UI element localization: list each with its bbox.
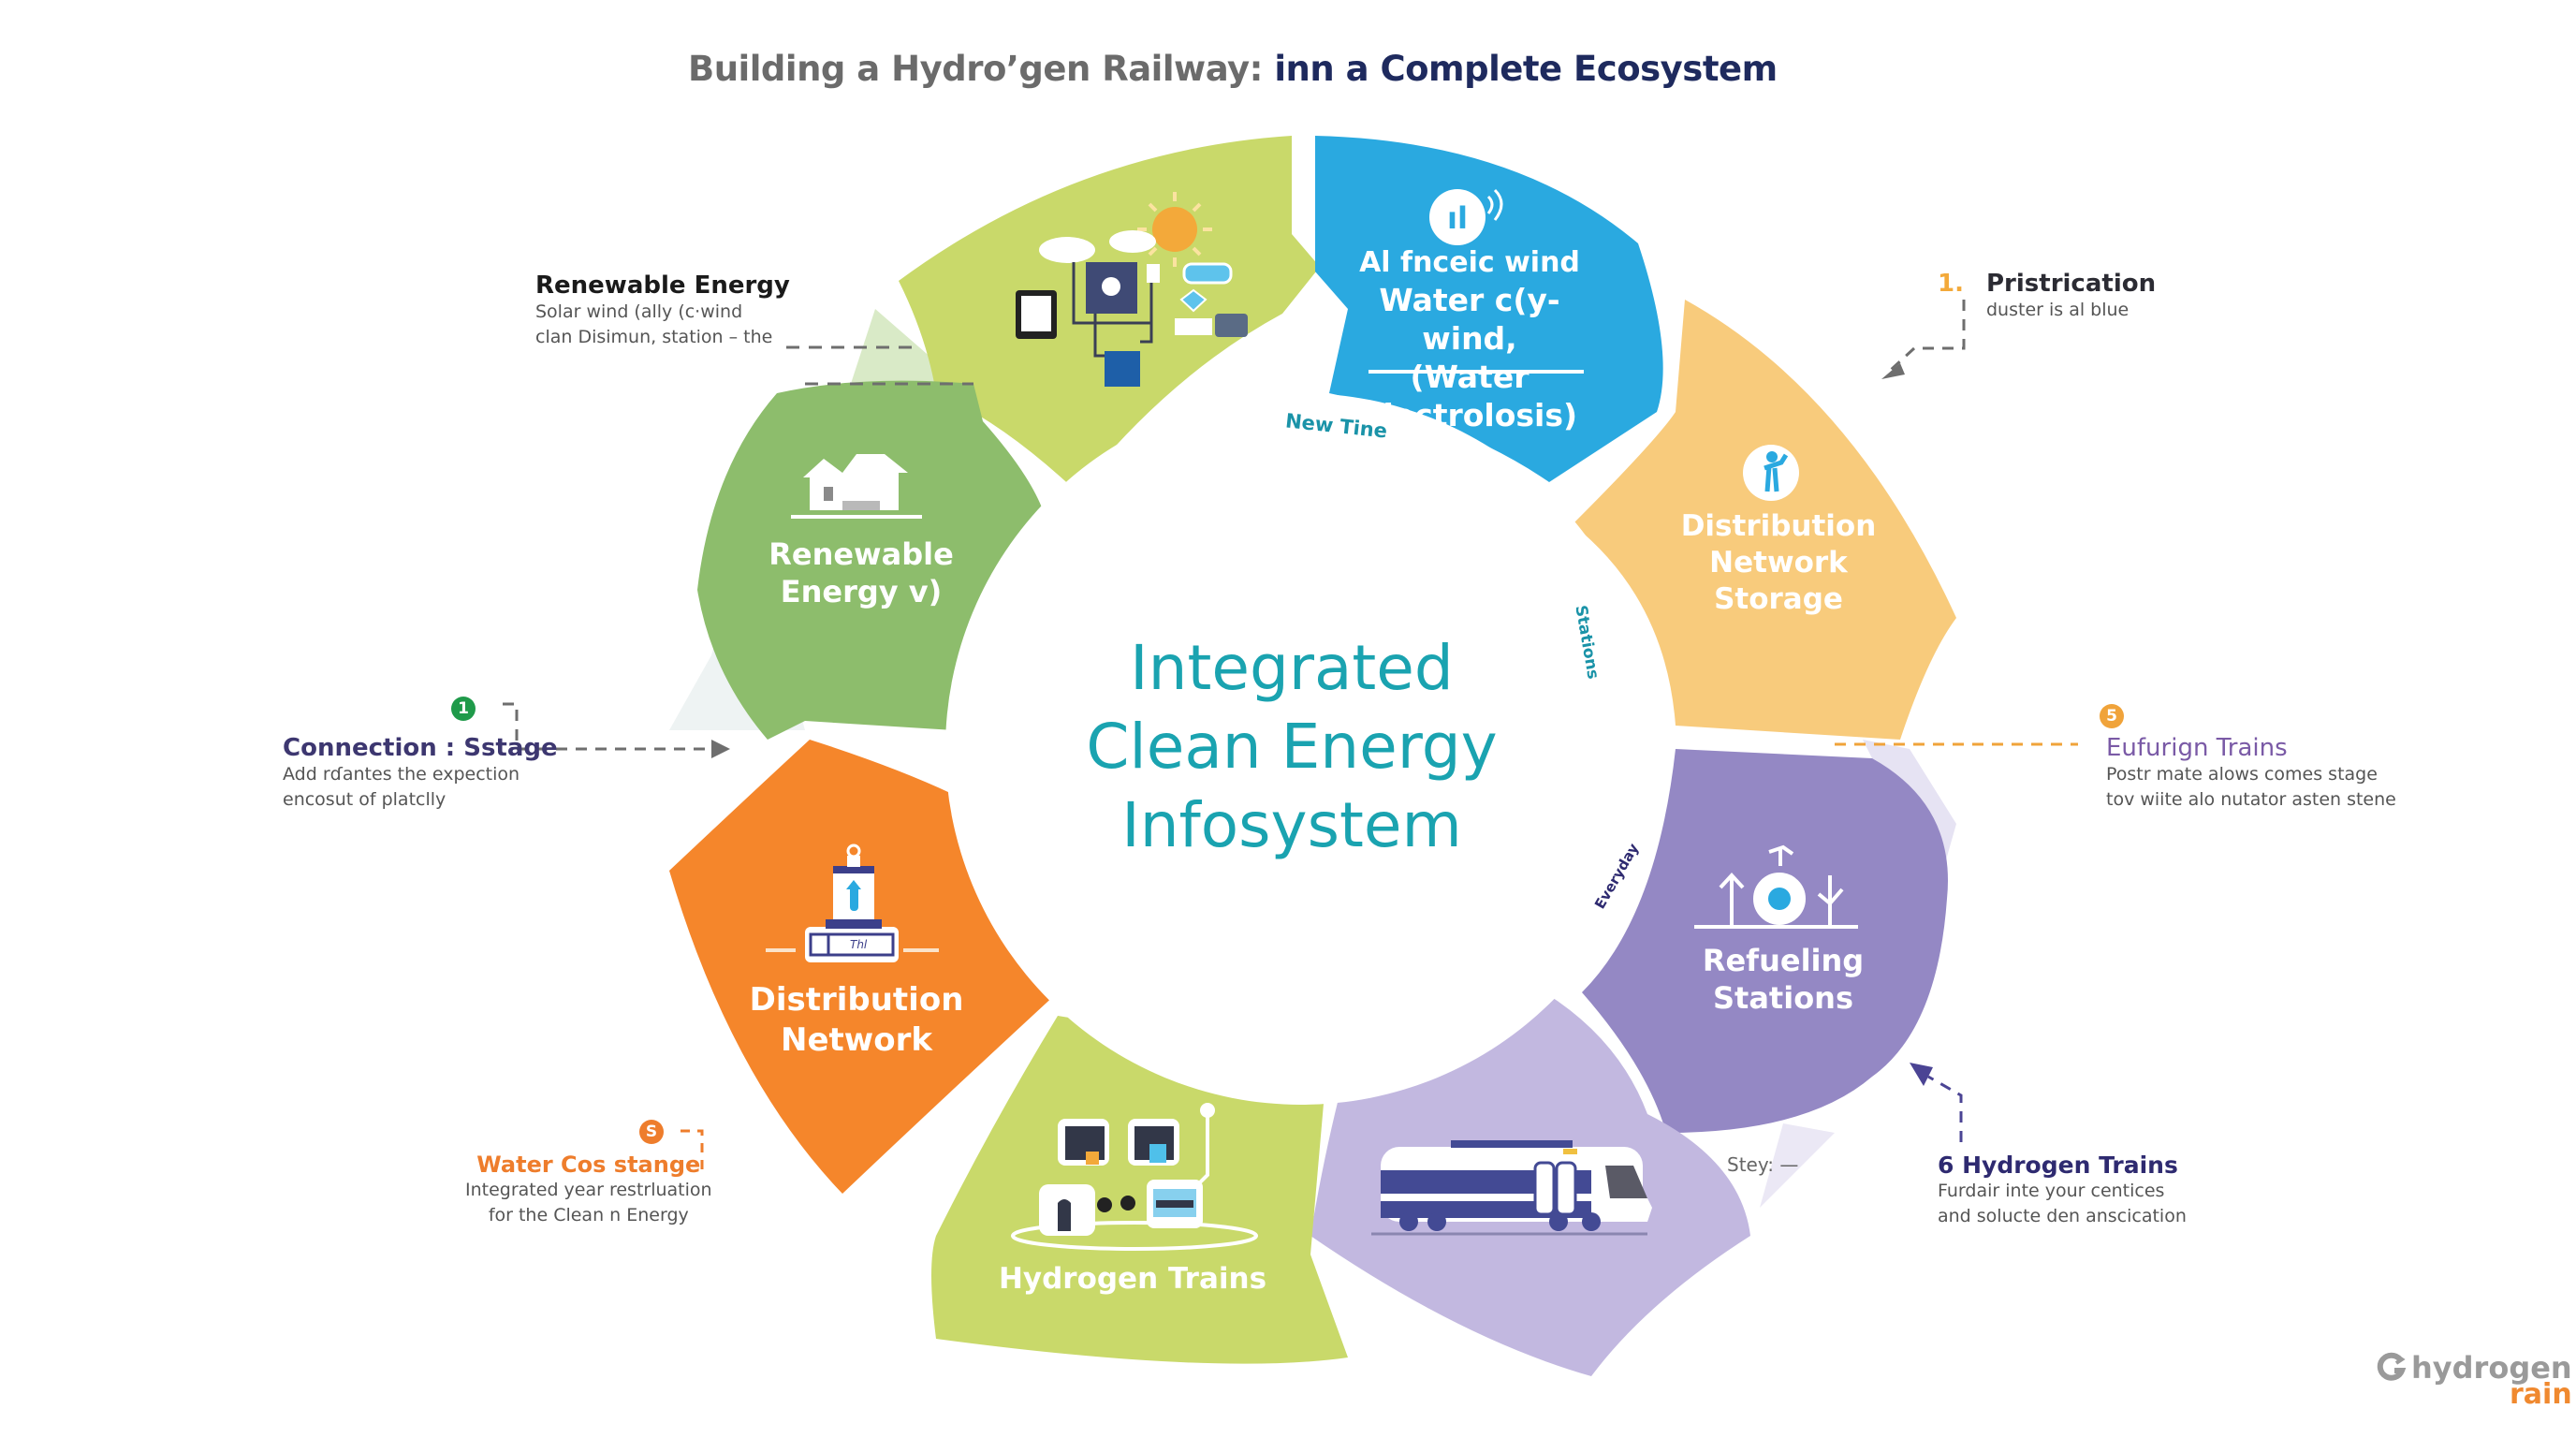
note-line: Postr mate alows comes stage (2106, 764, 2378, 785)
label-line: Distribution (749, 981, 964, 1019)
note-badge-pristrication: 1. (1938, 270, 1964, 298)
label-line: Stations (1712, 980, 1853, 1016)
label-line: Refueling (1702, 943, 1865, 978)
note-heading: Connection : Sstage (283, 734, 558, 762)
train-icon (1371, 1140, 1652, 1236)
arrowhead-icon (1910, 1063, 1933, 1086)
logo-word-1: hydrogen (2411, 1350, 2572, 1386)
note-line: duster is al blue (1986, 300, 2130, 320)
center-circle (945, 393, 1657, 1105)
label-line: Energy v) (780, 574, 943, 609)
center-line: Clean Energy (1086, 710, 1498, 783)
house-icon (791, 454, 922, 519)
connector-renewable (786, 345, 973, 386)
note-water-cos-stange: Water Cos stange Integrated year restrlu… (465, 1152, 712, 1227)
note-line: clan Disimun, station – the (535, 326, 773, 347)
label-line: Al fnceic wind (1359, 246, 1580, 279)
note-renewable-energy: Renewable Energy Solar wind (ally (c·win… (535, 271, 790, 349)
note-line: Integrated year restrluation (465, 1180, 712, 1200)
connector-pristrication (1881, 300, 1966, 379)
refueling-station-icon (1694, 844, 1858, 929)
title-part-2: inn a Complete Ecosystem (1274, 49, 1778, 89)
label-refueling-stations: Refueling Stations (1657, 942, 1910, 1017)
connector-connection-stage (503, 702, 730, 758)
label-line: Distribution (1680, 509, 1877, 543)
segment-distribution-network[interactable] (669, 740, 1058, 1194)
logo-word-2: rain (2510, 1378, 2572, 1411)
title-part-1: Building a Hydro’gen Railway: (688, 49, 1263, 89)
solar-network-icon (1016, 192, 1248, 387)
connector-hydrogen-trains (1910, 1063, 1963, 1142)
logo-swirl-icon (2377, 1352, 2407, 1381)
note-line: Solar wind (ally (c·wind (535, 301, 743, 322)
center-line: Infosystem (1121, 788, 1462, 861)
brand-logo: hydrogen rain (2376, 1350, 2572, 1411)
tank-label: Thl (850, 938, 868, 951)
center-line: Integrated (1130, 632, 1454, 704)
note-line: Furdair inte your centices (1938, 1181, 2165, 1201)
segment-distribution-storage[interactable] (1573, 300, 1956, 740)
note-line: tov wiite alo nutator asten stene (2106, 788, 2396, 810)
arrowhead-icon (711, 740, 730, 758)
page-title: Building a Hydro’gen Railway: inn a Comp… (688, 49, 1778, 89)
ring-label-stey: Stey: — (1727, 1153, 1799, 1176)
note-line: for the Clean n Energy (488, 1204, 689, 1225)
note-heading: 6 Hydrogen Trains (1938, 1152, 2178, 1179)
label-line: Renewable (768, 536, 954, 572)
note-badge-eufurign: 5 (2100, 704, 2124, 728)
label-distribution-storage: Distribution Network Storage (1657, 508, 1900, 617)
wind-turbine-icon: ıl (1429, 188, 1503, 245)
label-line: Hydrogen Trains (998, 1262, 1267, 1296)
note-badge-water-cos: S (639, 1120, 664, 1144)
svg-text:ıl: ıl (1447, 200, 1468, 236)
note-line: encosut of platclly (283, 788, 446, 810)
label-line: Network (1709, 545, 1848, 580)
note-heading: Water Cos stange (476, 1152, 701, 1178)
note-heading: Pristrication (1986, 270, 2157, 298)
segment-refueling-stations[interactable] (1582, 749, 1948, 1133)
note-heading: Eufurign Trains (2106, 734, 2288, 762)
label-water-electrolysis: Al fnceic wind Water c(y-wind, (Water El… (1348, 245, 1591, 435)
note-line: and solucte den anscication (1938, 1205, 2187, 1226)
center-title: Integrated Clean Energy Infosystem (1076, 629, 1507, 864)
label-line: Storage (1714, 581, 1843, 616)
note-line: Add rɗantes the expection (283, 764, 520, 785)
label-line: Network (781, 1020, 932, 1059)
pale-lilac-wedge-2 (1760, 1123, 1835, 1208)
label-line: Water c(y-wind, (1379, 281, 1560, 357)
label-distribution-network: Distribution Network (730, 980, 983, 1060)
note-pristrication: Pristrication duster is al blue (1986, 270, 2156, 323)
note-eufurign-trains: Eufurign Trains Postr mate alows comes s… (2106, 734, 2396, 812)
hydrogen-facility-icon (1011, 1103, 1258, 1251)
label-renewable-energy: Renewable Energy v) (739, 536, 983, 610)
person-icon (1743, 445, 1799, 501)
label-hydrogen-trains: Hydrogen Trains (992, 1261, 1273, 1298)
hydrogen-tank-icon (766, 844, 939, 962)
arrowhead-icon (1881, 363, 1905, 379)
note-connection-stage: Connection : Sstage Add rɗantes the expe… (283, 734, 558, 812)
connector-water-cos (681, 1129, 704, 1170)
segment-water-electrolysis[interactable] (1315, 136, 1663, 482)
segment-hydrogen-trains[interactable] (931, 1016, 1348, 1364)
note-hydrogen-trains: 6 Hydrogen Trains Furdair inte your cent… (1938, 1152, 2187, 1228)
label-line: (Water Electrolosis) (1361, 359, 1578, 434)
note-heading: Renewable Energy (535, 271, 790, 300)
note-badge-connection: 1 (451, 697, 476, 721)
